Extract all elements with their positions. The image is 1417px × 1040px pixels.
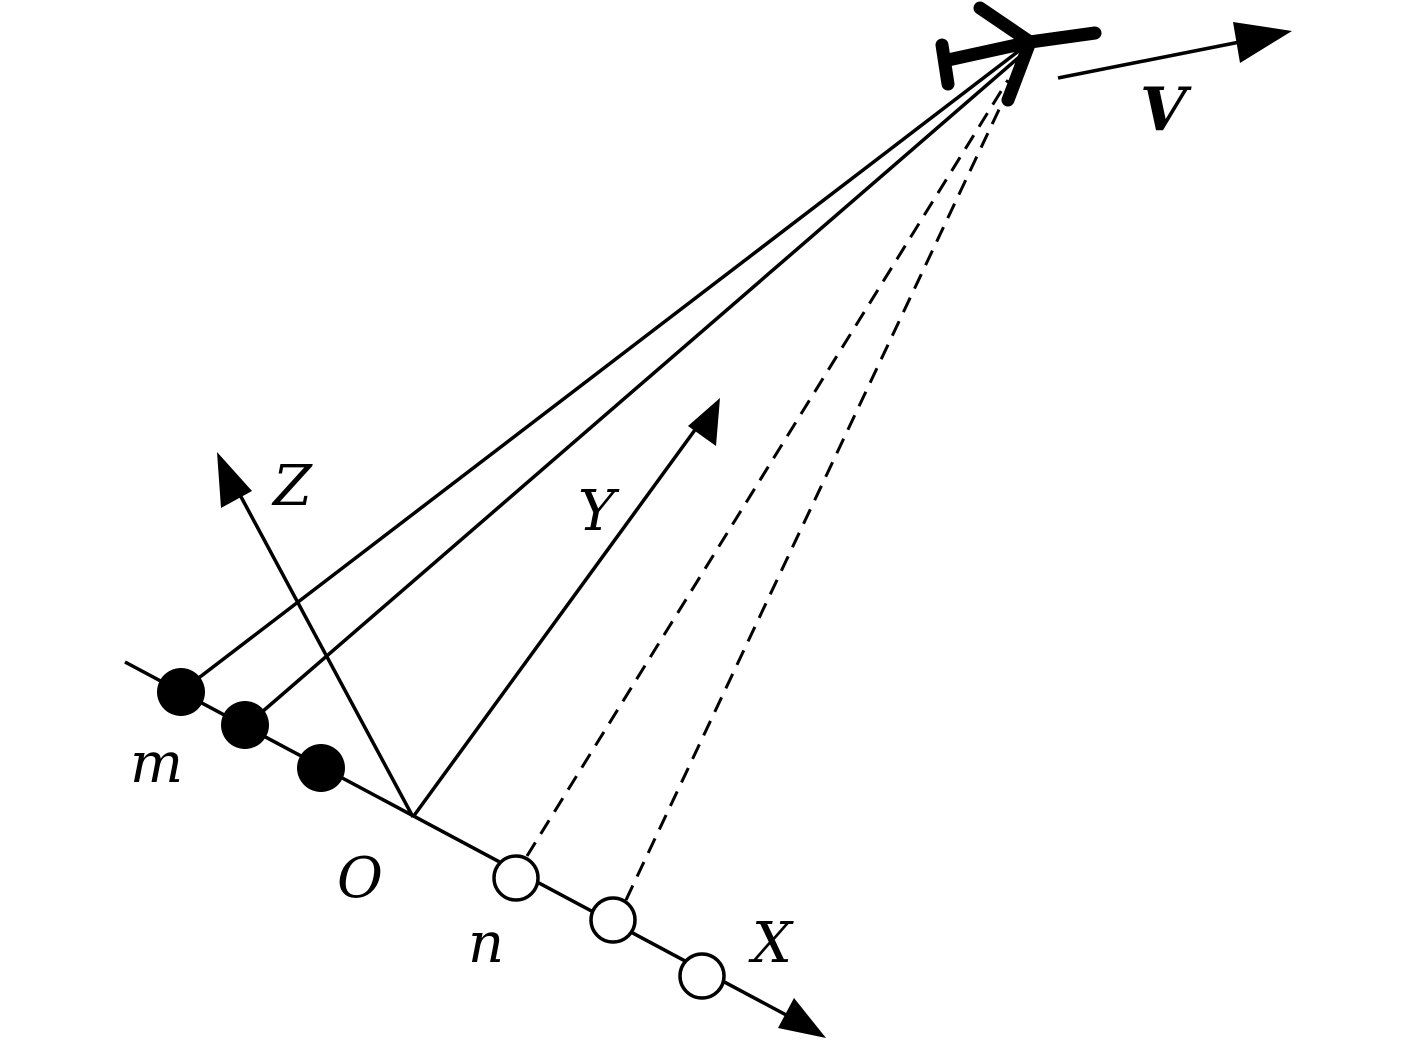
n-label: n (468, 911, 504, 976)
filled-element-2 (221, 701, 269, 749)
y-axis (411, 421, 702, 819)
velocity-arrowhead (1233, 22, 1292, 63)
ray-dashed-2 (624, 81, 1014, 901)
x-axis-arrowhead (778, 998, 826, 1038)
airplane-icon (935, 1, 1102, 107)
x-axis-label: X (748, 911, 794, 976)
ray-solid-1 (194, 48, 1022, 682)
z-axis-arrowhead (217, 452, 252, 508)
ray-solid-2 (260, 50, 1027, 714)
filled-element-3 (297, 744, 345, 792)
y-axis-arrowhead (688, 398, 720, 446)
z-axis-label: Z (271, 454, 313, 519)
m-label: m (130, 731, 183, 796)
origin-label: O (337, 846, 383, 911)
hollow-element-1 (492, 854, 540, 902)
z-axis (230, 479, 415, 818)
filled-element-1 (157, 668, 205, 716)
velocity-label: V (1140, 75, 1192, 145)
y-axis-label: Y (578, 479, 620, 544)
hollow-element-3 (678, 952, 726, 1000)
hollow-element-2 (589, 896, 637, 944)
ray-dashed-1 (525, 79, 1010, 857)
velocity-vector (1057, 36, 1261, 80)
